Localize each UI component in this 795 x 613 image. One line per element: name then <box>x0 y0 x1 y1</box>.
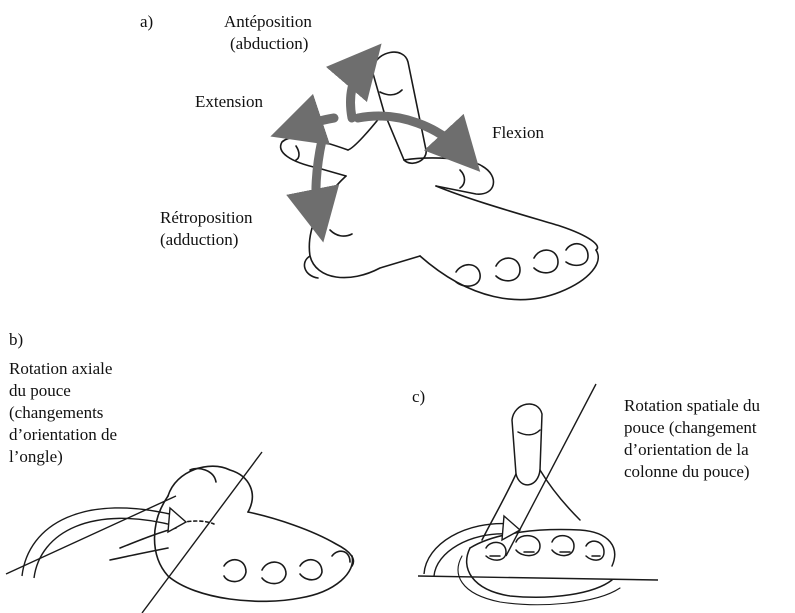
panel-a-letter: a) <box>140 11 153 33</box>
extension-label: Extension <box>195 91 263 113</box>
panel-c-caption-line-1: Rotation spatiale du <box>624 395 760 417</box>
anteposition-arrow <box>351 64 365 118</box>
panel-b-caption-line-2: du pouce <box>9 380 117 402</box>
panel-b-letter: b) <box>9 329 23 351</box>
retroposition-label: Rétroposition (adduction) <box>160 207 253 251</box>
panel-c-caption-line-4: colonne du pouce) <box>624 461 760 483</box>
panel-a-motion-arrows <box>296 64 462 216</box>
panel-c-base-line <box>418 576 658 580</box>
anteposition-label-line-2: (abduction) <box>230 33 312 55</box>
panel-c-hand-drawing <box>458 404 620 605</box>
panel-b-caption-line-3: (changements <box>9 402 117 424</box>
panel-a-hand-drawing <box>281 52 599 299</box>
anteposition-label: Antéposition (abduction) <box>224 11 312 55</box>
panel-c-caption: Rotation spatiale du pouce (changement d… <box>624 395 760 483</box>
panel-c-caption-line-3: d’orientation de la <box>624 439 760 461</box>
panel-b-caption-line-1: Rotation axiale <box>9 358 117 380</box>
flexion-label: Flexion <box>492 122 544 144</box>
panel-c-letter: c) <box>412 386 425 408</box>
anteposition-label-line-1: Antéposition <box>224 11 312 33</box>
retroposition-arrow <box>316 140 322 216</box>
panel-b-reference-line <box>6 496 176 574</box>
panel-c-caption-line-2: pouce (changement <box>624 417 760 439</box>
panel-b-caption-line-5: l’ongle) <box>9 446 117 468</box>
retroposition-label-line-2: (adduction) <box>160 229 253 251</box>
panel-b-caption: Rotation axiale du pouce (changements d’… <box>9 358 117 468</box>
flexion-arrow <box>358 116 462 152</box>
extension-arrow <box>296 118 334 128</box>
panel-b-caption-line-4: d’orientation de <box>9 424 117 446</box>
retroposition-label-line-1: Rétroposition <box>160 207 253 229</box>
panel-b-hand-drawing <box>110 466 353 601</box>
panel-c-axis-lines <box>418 384 658 580</box>
